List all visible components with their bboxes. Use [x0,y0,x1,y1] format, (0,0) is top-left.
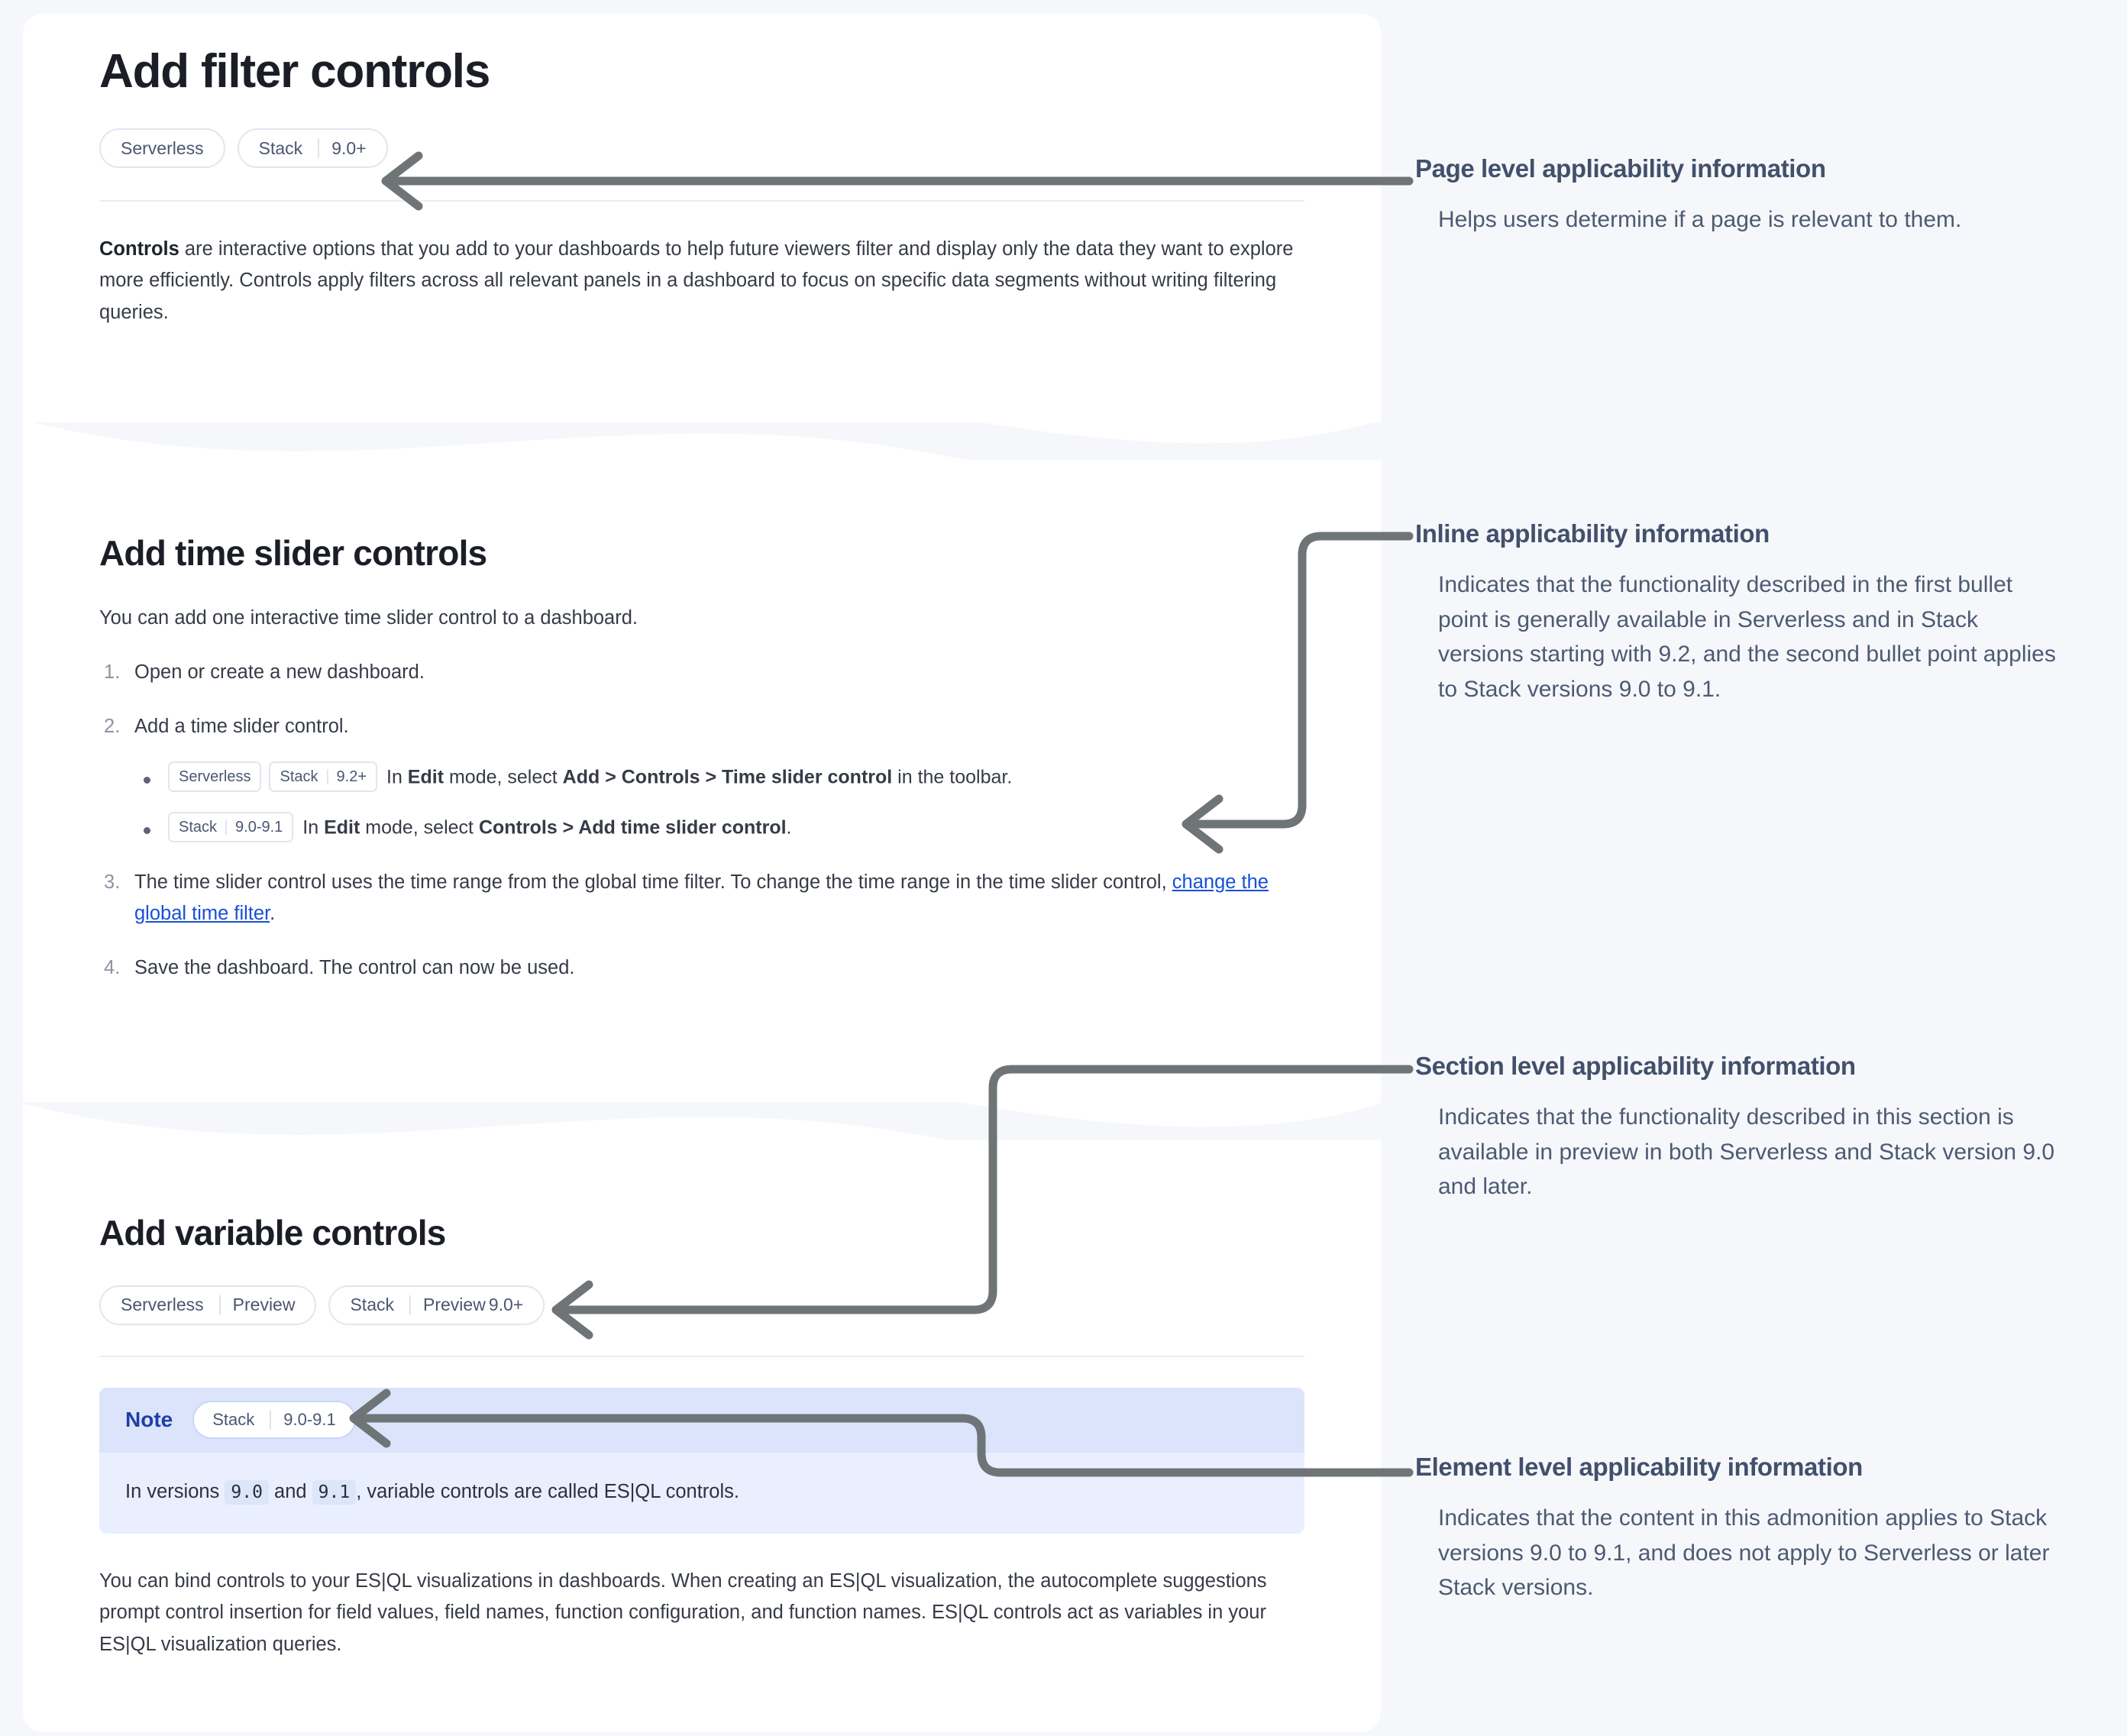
pill-lifecycle: Preview [423,1295,486,1315]
annotation-title: Page level applicability information [1415,154,1826,183]
time-slider-intro: You can add one interactive time slider … [99,606,638,629]
applicability-pill-stack[interactable]: Stack 9.0+ [237,128,388,169]
bullet-bold-path: Controls > Add time slider control [478,816,787,839]
annotation-element-level: Element level applicability information … [1415,1451,2057,1605]
applicability-pill-serverless[interactable]: Serverless [99,128,225,169]
inline-badge-stack[interactable]: Stack 9.0-9.1 [168,811,294,842]
pill-product-name: Stack [258,137,303,158]
bullet-mid: mode, select [444,766,563,788]
section-title-variable-controls: Add variable controls [99,1213,446,1253]
bullet-prefix: In [386,766,408,788]
badge-divider [326,768,328,784]
inline-code-version-90: 9.0 [225,1479,269,1505]
section-applicability-pills: Serverless Preview Stack Preview 9.0+ [99,1285,1304,1325]
annotation-title: Element level applicability information [1415,1453,1863,1481]
bullet-mid: mode, select [360,816,479,839]
wave-separator-1 [23,373,1381,464]
page-header-block: Add filter controls Serverless Stack 9.0… [99,45,1304,328]
badge-product-name: Serverless [179,768,251,785]
step-text-before-link: The time slider control uses the time ra… [134,871,1172,893]
note-applicability-pill-stack[interactable]: Stack 9.0-9.1 [192,1401,356,1440]
pill-product-name: Serverless [121,137,204,158]
step-text: Add a time slider control. [134,716,349,738]
pill-product-name: Stack [350,1295,394,1315]
bullet-bold-edit: Edit [324,816,360,839]
annotation-title: Inline applicability information [1415,519,1770,548]
pill-version: 9.0+ [488,1295,524,1315]
pill-product-name: Stack [212,1410,255,1430]
step-text: Open or create a new dashboard. [134,661,425,684]
step-text-after-link: . [270,903,276,925]
badge-product-name: Stack [280,768,318,785]
note-admonition: Note Stack 9.0-9.1 In versions 9.0 and 9… [99,1387,1304,1534]
annotation-title: Section level applicability information [1415,1052,1856,1080]
note-text-2: and [268,1480,312,1502]
note-body: In versions 9.0 and 9.1, variable contro… [99,1453,1304,1534]
badge-version: 9.0-9.1 [235,818,283,836]
page-applicability-pills: Serverless Stack 9.0+ [99,128,1304,169]
annotation-inline-level: Inline applicability information Indicat… [1415,518,2057,707]
time-slider-steps-list: Open or create a new dashboard. Add a ti… [99,657,1304,984]
step-item-3: The time slider control uses the time ra… [99,867,1304,930]
page-title: Add filter controls [99,45,490,98]
step-item-1: Open or create a new dashboard. [99,657,1304,689]
pill-version: 9.0+ [331,137,367,158]
inline-badge-serverless[interactable]: Serverless [168,761,262,792]
bullet-item-2: Stack 9.0-9.1 In Edit mode, select Control… [134,811,1304,844]
inline-code-version-91: 9.1 [312,1479,357,1505]
inline-badge-stack[interactable]: Stack 9.2+ [269,761,377,792]
bullet-bold-edit: Edit [407,766,444,788]
pill-divider [218,1295,221,1315]
annotation-body: Helps users determine if a page is relev… [1438,207,1962,233]
header-divider-rule [99,200,1304,202]
intro-paragraph: Controls are interactive options that yo… [99,234,1304,328]
annotation-section-level: Section level applicability information … [1415,1050,2057,1204]
time-slider-section: Add time slider controls You can add one… [99,533,1304,984]
bullet-suffix: in the toolbar. [892,766,1013,788]
note-text-1: In versions [125,1480,225,1502]
step-item-4: Save the dashboard. The control can now … [99,952,1304,984]
note-label: Note [125,1408,173,1432]
intro-lead-word: Controls [99,238,179,260]
applicability-pill-serverless-preview[interactable]: Serverless Preview [99,1285,317,1325]
step-text: Save the dashboard. The control can now … [134,957,575,979]
applicability-pill-stack-preview[interactable]: Stack Preview 9.0+ [328,1285,545,1325]
section-divider-rule [99,1355,1304,1357]
pill-lifecycle: Preview [232,1295,296,1315]
page-header-card [23,14,1381,422]
pill-version: 9.0-9.1 [283,1410,336,1430]
intro-rest: are interactive options that you add to … [99,238,1294,323]
global-time-filter-link[interactable]: change the global time filter [134,871,1269,925]
annotation-body: Indicates that the functionality describ… [1438,1104,2055,1200]
section-title-time-slider: Add time slider controls [99,533,487,573]
inline-badge-group-1: Serverless Stack 9.2+ [168,761,377,794]
pill-divider [409,1295,411,1315]
badge-divider [225,819,228,835]
annotation-page-level: Page level applicability information Hel… [1415,153,2057,238]
pill-product-name: Serverless [121,1295,204,1315]
documentation-column: Add filter controls Serverless Stack 9.0… [23,14,1381,1732]
variable-controls-paragraph: You can bind controls to your ES|QL visu… [99,1570,1267,1655]
variable-controls-section: Add variable controls Serverless Preview… [99,1213,1304,1660]
annotation-body: Indicates that the functionality describ… [1438,572,2056,703]
wave-separator-2 [23,1056,1381,1148]
badge-product-name: Stack [179,818,218,836]
badge-version: 9.2+ [336,768,367,785]
inline-badge-group-2: Stack 9.0-9.1 [168,811,294,844]
pill-divider [270,1410,272,1431]
bullet-prefix: In [302,816,325,839]
pill-divider [318,138,320,159]
bullet-suffix: . [786,816,792,839]
note-header: Note Stack 9.0-9.1 [99,1387,1304,1453]
annotation-body: Indicates that the content in this admon… [1438,1505,2050,1601]
note-text-3: , variable controls are called ES|QL con… [356,1480,739,1502]
bullet-bold-path: Add > Controls > Time slider control [562,766,893,788]
